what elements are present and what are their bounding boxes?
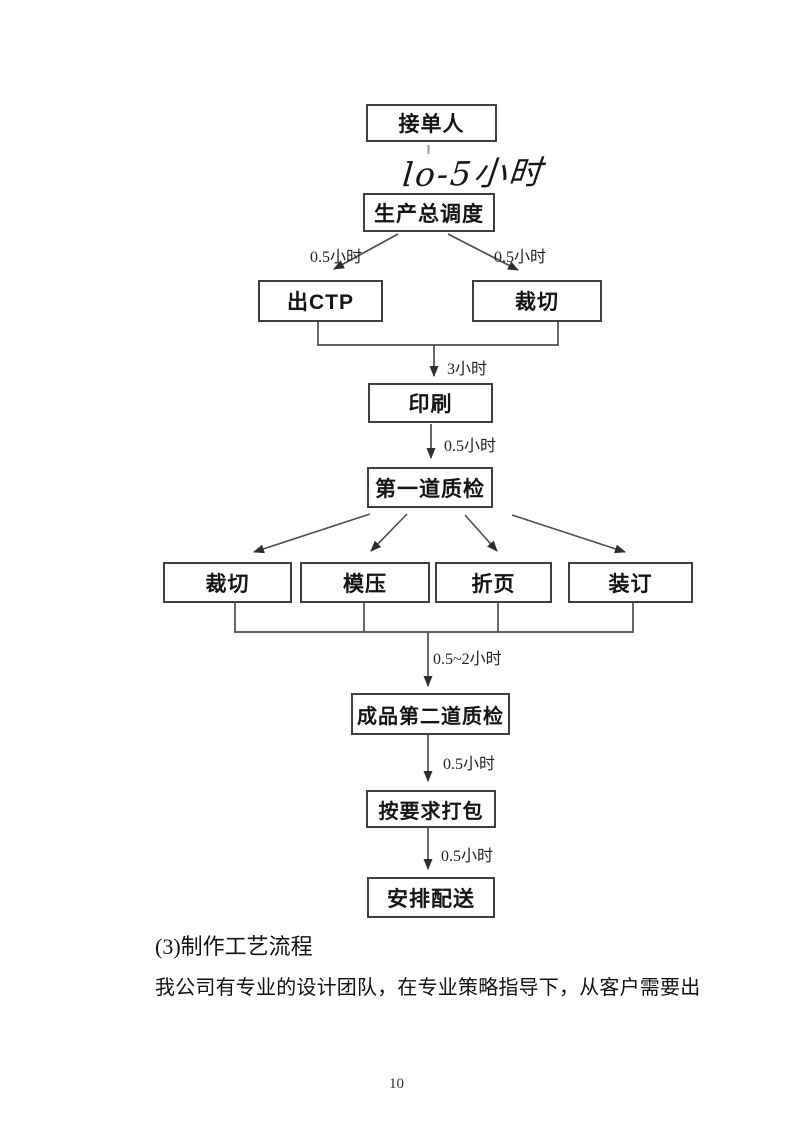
edge-dispatch-to-ctp	[333, 233, 399, 270]
edge-label-qc2-to-pack: 0.5小时	[443, 756, 496, 773]
edge-dispatch-to-cut	[447, 233, 519, 271]
page-number: 10	[389, 1076, 404, 1092]
edge-label-print-to-qc1: 0.5小时	[444, 438, 497, 455]
flow-node-first-qc: 第一道质检	[367, 467, 493, 508]
flow-node-ctp-output: 出CTP	[258, 280, 383, 322]
flow-node-cutting: 裁切	[163, 562, 292, 603]
body-paragraph: 我公司有专业的设计团队，在专业策略指导下，从客户需要出	[155, 977, 701, 999]
edge-label-merge-to-print: 3小时	[447, 361, 488, 378]
edge-qc1-to-binding	[511, 514, 626, 554]
edge-qc1-to-die-pressing	[370, 513, 408, 552]
flow-node-die-pressing: 模压	[300, 562, 430, 603]
edge-label-merge-to-qc2: 0.5~2小时	[433, 651, 502, 668]
edge-label-pack-to-deliver: 0.5小时	[441, 848, 494, 865]
edge-label-dispatch-to-ctp: 0.5小时	[310, 249, 363, 266]
flow-node-packing: 按要求打包	[366, 790, 496, 828]
flow-node-folding: 折页	[435, 562, 552, 603]
flow-node-cutting-top: 裁切	[472, 280, 602, 322]
edge-qc1-to-folding	[464, 514, 498, 552]
flow-node-order-taker: 接单人	[366, 104, 497, 142]
edge-merge-top	[317, 322, 559, 346]
flow-node-printing: 印刷	[368, 383, 493, 423]
flow-node-delivery: 安排配送	[367, 877, 495, 918]
edge-qc1-to-cutting	[253, 513, 371, 554]
edge-merge-bottom	[234, 603, 634, 633]
handwritten-duration-annotation: lo-5小时	[400, 152, 546, 195]
flow-node-second-qc: 成品第二道质检	[351, 693, 510, 735]
flow-node-binding: 装订	[568, 562, 693, 603]
section-heading: (3)制作工艺流程	[155, 934, 313, 959]
flow-node-production-dispatch: 生产总调度	[363, 193, 495, 232]
edge-label-dispatch-to-cut: 0.5小时	[494, 249, 547, 266]
